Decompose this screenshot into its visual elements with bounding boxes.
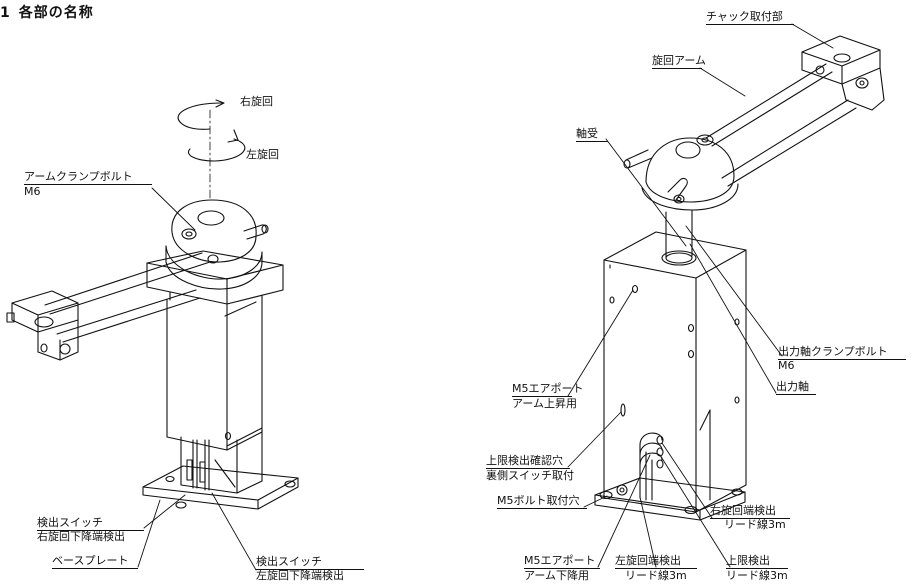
label-detect-switch-right: 検出スイッチ bbox=[37, 517, 144, 531]
right-turret-head bbox=[623, 134, 739, 211]
left-chuck-block bbox=[6, 290, 79, 361]
right-unit-drawing bbox=[567, 23, 885, 568]
label-rotate-right: 右旋回 bbox=[240, 95, 273, 108]
section-title: 各部の名称 bbox=[18, 5, 94, 21]
label-upper-limit-hole-desc: 裏側スイッチ取付 bbox=[486, 469, 574, 482]
label-air-port-down-desc: アーム下降用 bbox=[524, 569, 590, 582]
label-arm-clamp-bolt: アームクランプボルト bbox=[24, 171, 152, 185]
left-leader-lines bbox=[137, 187, 257, 571]
label-rotate-left: 左旋回 bbox=[246, 148, 279, 161]
label-right-end-detect-lead: リード線3m bbox=[724, 518, 786, 531]
label-upper-limit-hole: 上限検出確認穴 bbox=[486, 455, 570, 469]
base-plate-shape bbox=[142, 465, 299, 510]
right-chuck-block bbox=[801, 35, 885, 111]
label-detect-switch-left-desc: 左旋回下降端検出 bbox=[256, 569, 344, 582]
label-detect-switch-right-desc: 右旋回下降端検出 bbox=[37, 530, 125, 543]
label-base-plate: ベースプレート bbox=[52, 555, 138, 569]
label-air-port-up-desc: アーム上昇用 bbox=[512, 397, 578, 410]
output-shaft-shape bbox=[661, 209, 697, 266]
label-output-clamp-bolt-size: M6 bbox=[778, 359, 795, 372]
label-upper-limit-detect-lead: リード線3m bbox=[726, 569, 788, 582]
label-detect-switch-left: 検出スイッチ bbox=[256, 556, 364, 570]
label-air-port-down: M5エアポート bbox=[524, 555, 600, 569]
rotation-arrows bbox=[177, 99, 246, 201]
turret-head bbox=[165, 199, 269, 290]
label-chuck-mount: チャック取付部 bbox=[706, 11, 794, 25]
right-switches bbox=[616, 432, 664, 501]
main-body bbox=[146, 250, 284, 451]
label-output-shaft: 出力軸 bbox=[776, 381, 816, 395]
label-upper-limit-detect: 上限検出 bbox=[726, 555, 788, 569]
right-main-body bbox=[603, 231, 747, 513]
right-leader-lines bbox=[567, 23, 834, 568]
label-swing-arm: 旋回アーム bbox=[652, 54, 707, 69]
label-right-end-detect: 右旋回端検出 bbox=[710, 505, 790, 519]
left-unit-drawing bbox=[6, 99, 299, 571]
label-arm-clamp-bolt-size: M6 bbox=[24, 185, 41, 198]
left-swing-arm bbox=[44, 252, 219, 343]
label-m5-bolt-hole: M5ボルト取付穴 bbox=[497, 495, 587, 509]
figure-title: 1 各部の名称 bbox=[0, 2, 94, 22]
label-bearing: 軸受 bbox=[576, 128, 608, 142]
label-left-end-detect: 左旋回端検出 bbox=[615, 555, 697, 569]
section-number: 1 bbox=[0, 5, 11, 21]
right-swing-arm bbox=[705, 63, 857, 187]
label-output-clamp-bolt: 出力軸クランプボルト bbox=[778, 346, 906, 360]
label-air-port-up: M5エアポート bbox=[512, 382, 584, 397]
label-left-end-detect-lead: リード線3m bbox=[625, 569, 687, 582]
lower-housing bbox=[180, 429, 263, 494]
